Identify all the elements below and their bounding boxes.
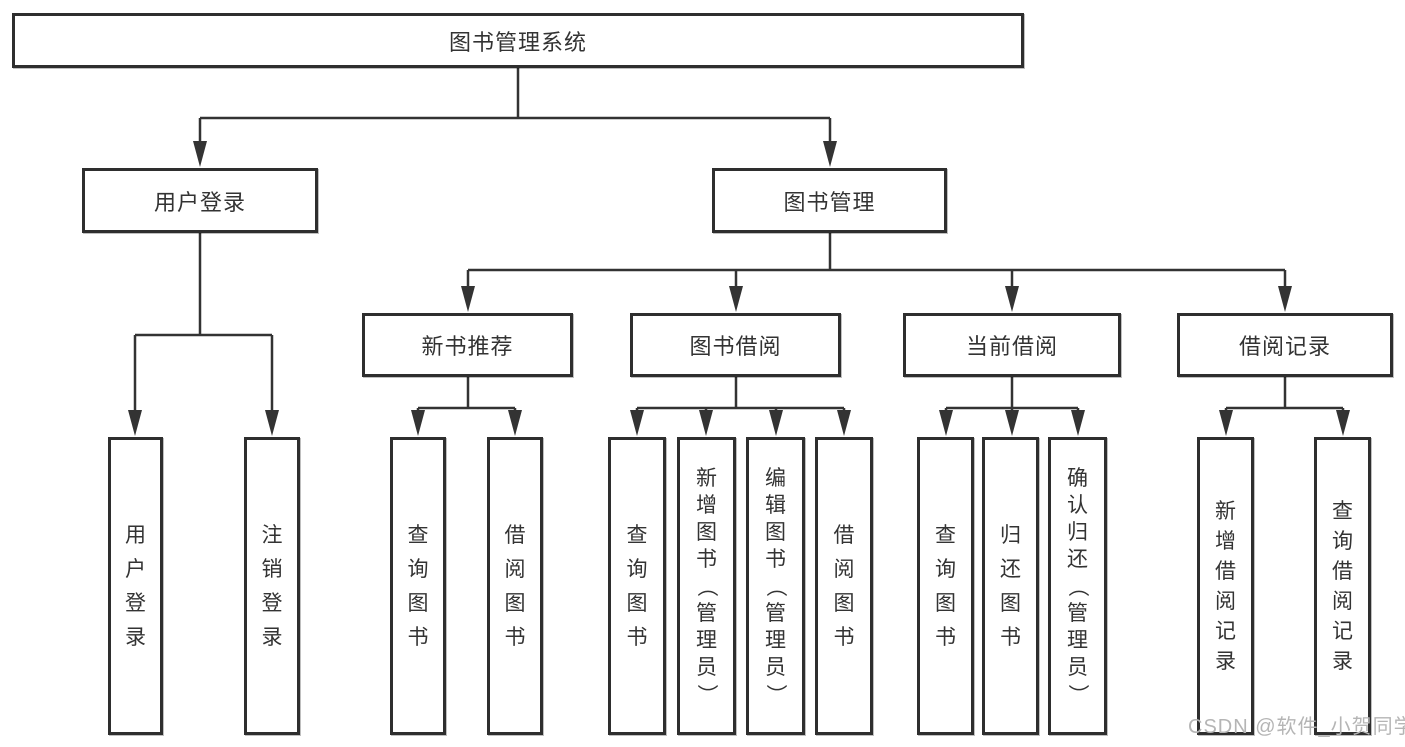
leaf-edit-book-admin: 编辑图书（管理员） [746, 437, 805, 735]
node-book-management: 图书管理 [712, 168, 947, 233]
leaf-return-books: 归还图书 [982, 437, 1039, 735]
leaf-query-books-recommend: 查询图书 [390, 437, 446, 735]
connector-newbook-leaves [416, 377, 517, 412]
leaf-add-borrow-record: 新增借阅记录 [1197, 437, 1254, 735]
node-root: 图书管理系统 [12, 13, 1024, 68]
node-borrow-records: 借阅记录 [1177, 313, 1393, 377]
connector-records-leaves [1224, 377, 1345, 412]
node-new-book-recommend: 新书推荐 [362, 313, 573, 377]
leaf-user-login: 用户登录 [108, 437, 163, 735]
connector-login-leaves [133, 233, 274, 412]
leaf-borrow-books: 借阅图书 [815, 437, 873, 735]
node-user-login: 用户登录 [82, 168, 318, 233]
leaf-query-borrow-record: 查询借阅记录 [1314, 437, 1371, 735]
leaf-logout: 注销登录 [244, 437, 300, 735]
leaf-confirm-return-admin: 确认归还（管理员） [1048, 437, 1107, 735]
node-book-borrow: 图书借阅 [630, 313, 841, 377]
connector-borrow-leaves [635, 377, 846, 412]
csdn-watermark: CSDN @软件_小贺同学 [1188, 716, 1405, 738]
node-current-borrow: 当前借阅 [903, 313, 1121, 377]
leaf-add-book-admin: 新增图书（管理员） [677, 437, 736, 735]
connector-root-level2 [198, 68, 832, 142]
leaf-query-books-current: 查询图书 [917, 437, 974, 735]
connector-mgmt-level3 [466, 233, 1287, 287]
arrowheads [128, 141, 1350, 436]
leaf-query-books-borrow: 查询图书 [608, 437, 666, 735]
leaf-borrow-books-recommend: 借阅图书 [487, 437, 543, 735]
connector-current-leaves [944, 377, 1080, 412]
